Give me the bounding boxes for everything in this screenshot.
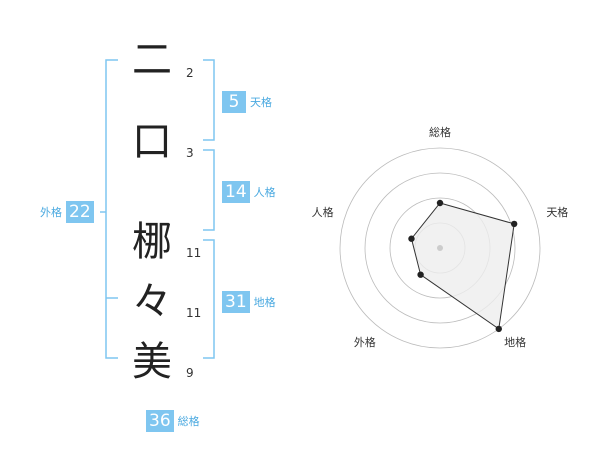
radar-axis-label-3: 地格 [504,335,527,349]
gaikaku-label: 外格 [40,206,62,219]
soukaku-badge: 36 総格 [146,410,200,432]
radar-point-5 [408,235,415,242]
stroke-count-3: 11 [186,246,202,260]
jinkaku-value: 14 [222,181,250,203]
gaikaku-value: 22 [66,201,94,223]
radar-point-2 [510,220,518,228]
radar-ring [364,172,516,324]
stroke-count-1: 2 [186,66,194,80]
radar-point-1 [436,199,444,207]
name-char-2: 口 [132,119,172,165]
radar-point-3 [495,325,502,333]
gaikaku-badge: 外格 22 [40,201,94,223]
name-char-5: 美 [132,339,172,385]
stroke-count-2: 3 [186,146,194,160]
chikaku-value: 31 [222,291,250,313]
radar-axis-label-2: 天格 [546,206,569,220]
tenkaku-value: 5 [222,91,246,113]
tenkaku-badge: 5 天格 [222,91,272,113]
radar-center-dot [437,245,443,251]
stroke-count-5: 9 [186,366,194,380]
name-char-1: 二 [132,37,172,83]
radar-axis-label-5: 人格 [311,206,334,220]
radar-axis-label-4: 外格 [353,335,376,349]
soukaku-label: 総格 [177,415,200,428]
radar-axis-label-1: 総格 [429,126,451,139]
chikaku-label: 地格 [253,296,276,309]
name-char-3: 梛 [132,219,172,265]
radar-polygon [410,202,515,330]
radar-ring [339,147,541,349]
name-char-4: 々 [132,279,172,325]
chikaku-badge: 31 地格 [222,291,276,313]
soukaku-value: 36 [146,410,174,432]
radar-point-4 [417,271,424,278]
tenkaku-label: 天格 [250,96,272,109]
jinkaku-label: 人格 [253,186,276,199]
jinkaku-badge: 14 人格 [222,181,276,203]
stroke-count-4: 11 [186,306,202,320]
